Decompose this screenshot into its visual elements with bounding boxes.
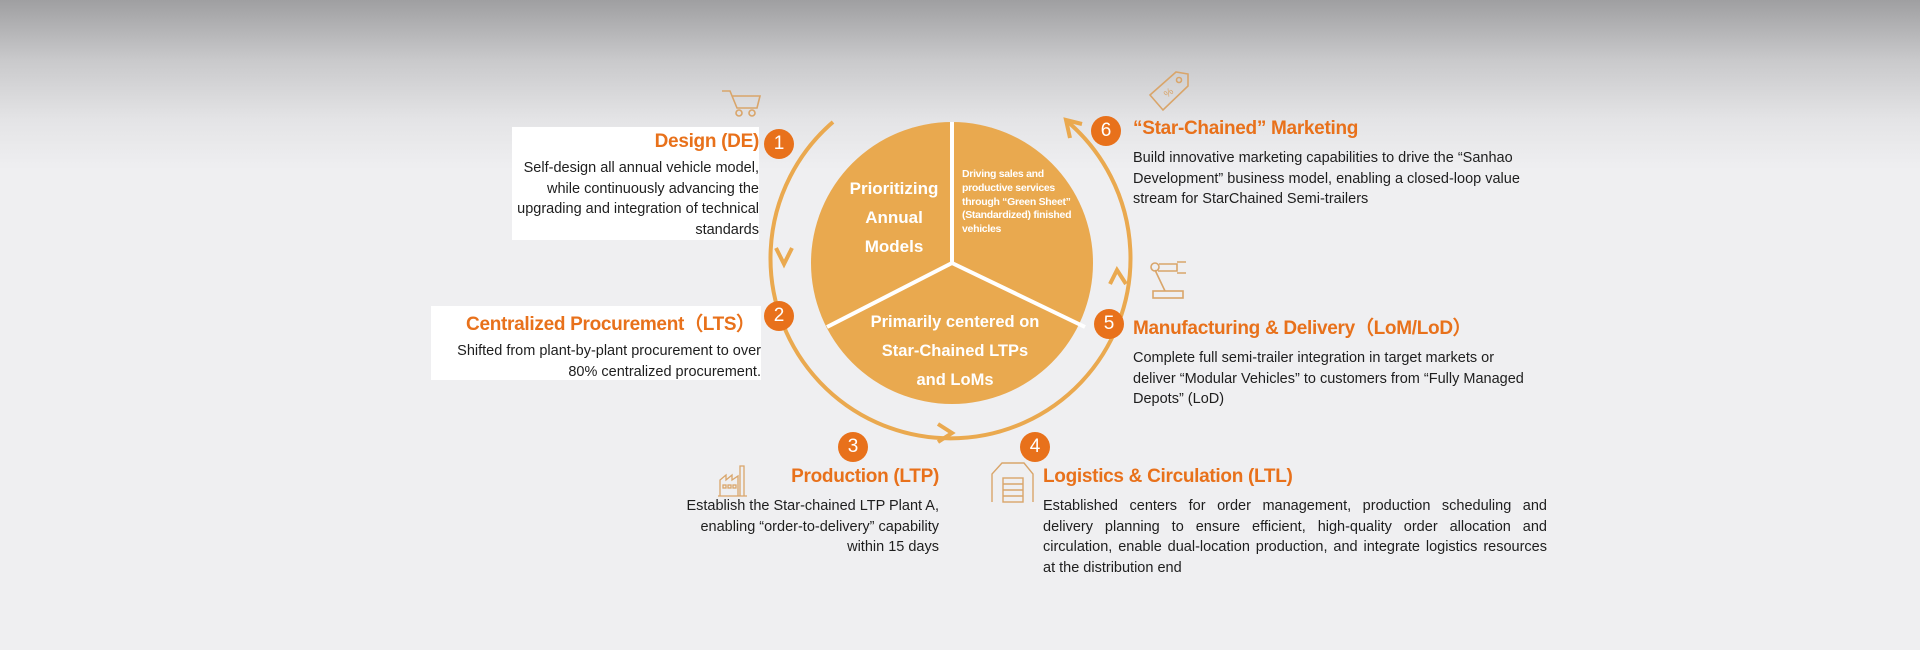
- pie-bottom-line: Star-Chained LTPs: [881, 342, 1029, 360]
- step-title: Production (LTP): [791, 466, 939, 487]
- step-logistics: Logistics & Circulation (LTL) Establishe…: [1043, 466, 1547, 578]
- step-description: Establish the Star-chained LTP Plant A, …: [686, 498, 939, 555]
- step-design: Design (DE) Self-design all annual vehic…: [512, 127, 759, 240]
- step-description: Complete full semi-trailer integration i…: [1133, 350, 1524, 407]
- step-description: Build innovative marketing capabilities …: [1133, 150, 1520, 207]
- pie-bottom-line: and LoMs: [916, 371, 994, 389]
- svg-text:%: %: [1162, 86, 1176, 100]
- step-production: Production (LTP) Establish the Star-chai…: [660, 466, 939, 558]
- pie-divider: [951, 261, 1086, 329]
- step-number-badge: 4: [1020, 432, 1050, 462]
- step-procurement: Centralized Procurement（LTS） Shifted fro…: [431, 306, 761, 380]
- shopping-cart-icon: [722, 90, 762, 117]
- arrow-right-icon: [936, 422, 956, 444]
- step-number-badge: 6: [1091, 116, 1121, 146]
- step-description: Shifted from plant-by-plant procurement …: [457, 343, 761, 380]
- arrow-end-icon: [1063, 117, 1083, 139]
- step-title: Design (DE): [654, 131, 760, 152]
- pie-left-line: Prioritizing: [849, 179, 939, 198]
- pie-segment-right-text: Driving sales and productive services th…: [962, 168, 1072, 236]
- arrow-up-icon: [1108, 265, 1128, 286]
- step-title: Centralized Procurement（LTS）: [466, 314, 755, 335]
- step-number-badge: 1: [764, 129, 794, 159]
- factory-icon: [718, 465, 747, 497]
- step-marketing: “Star-Chained” Marketing Build innovativ…: [1133, 118, 1553, 210]
- robot-arm-icon: [1150, 261, 1186, 299]
- warehouse-icon: [991, 462, 1034, 503]
- step-description: Self-design all annual vehicle model, wh…: [517, 160, 759, 238]
- price-tag-icon: %: [1148, 71, 1189, 112]
- pie-segment-bottom-text: Primarily centered on Star-Chained LTPs …: [860, 308, 1050, 395]
- pie-segment-left-text: Prioritizing Annual Models: [838, 174, 950, 261]
- step-description: Established centers for order management…: [1043, 498, 1547, 576]
- pie-left-line: Models: [864, 237, 924, 256]
- pie-bottom-line: Primarily centered on: [870, 313, 1040, 331]
- step-title: Logistics & Circulation (LTL): [1043, 466, 1293, 487]
- step-manufacturing: Manufacturing & Delivery（LoM/LoD） Comple…: [1133, 313, 1533, 410]
- pie-left-line: Annual: [865, 208, 923, 227]
- pie-divider: [826, 261, 953, 329]
- step-title: Manufacturing & Delivery（LoM/LoD）: [1133, 318, 1472, 339]
- arrow-down-icon: [774, 247, 794, 269]
- cycle-ring: [768, 120, 1133, 441]
- step-number-badge: 3: [838, 432, 868, 462]
- step-title: “Star-Chained” Marketing: [1133, 118, 1359, 139]
- step-number-badge: 2: [764, 301, 794, 331]
- step-number-badge: 5: [1094, 309, 1124, 339]
